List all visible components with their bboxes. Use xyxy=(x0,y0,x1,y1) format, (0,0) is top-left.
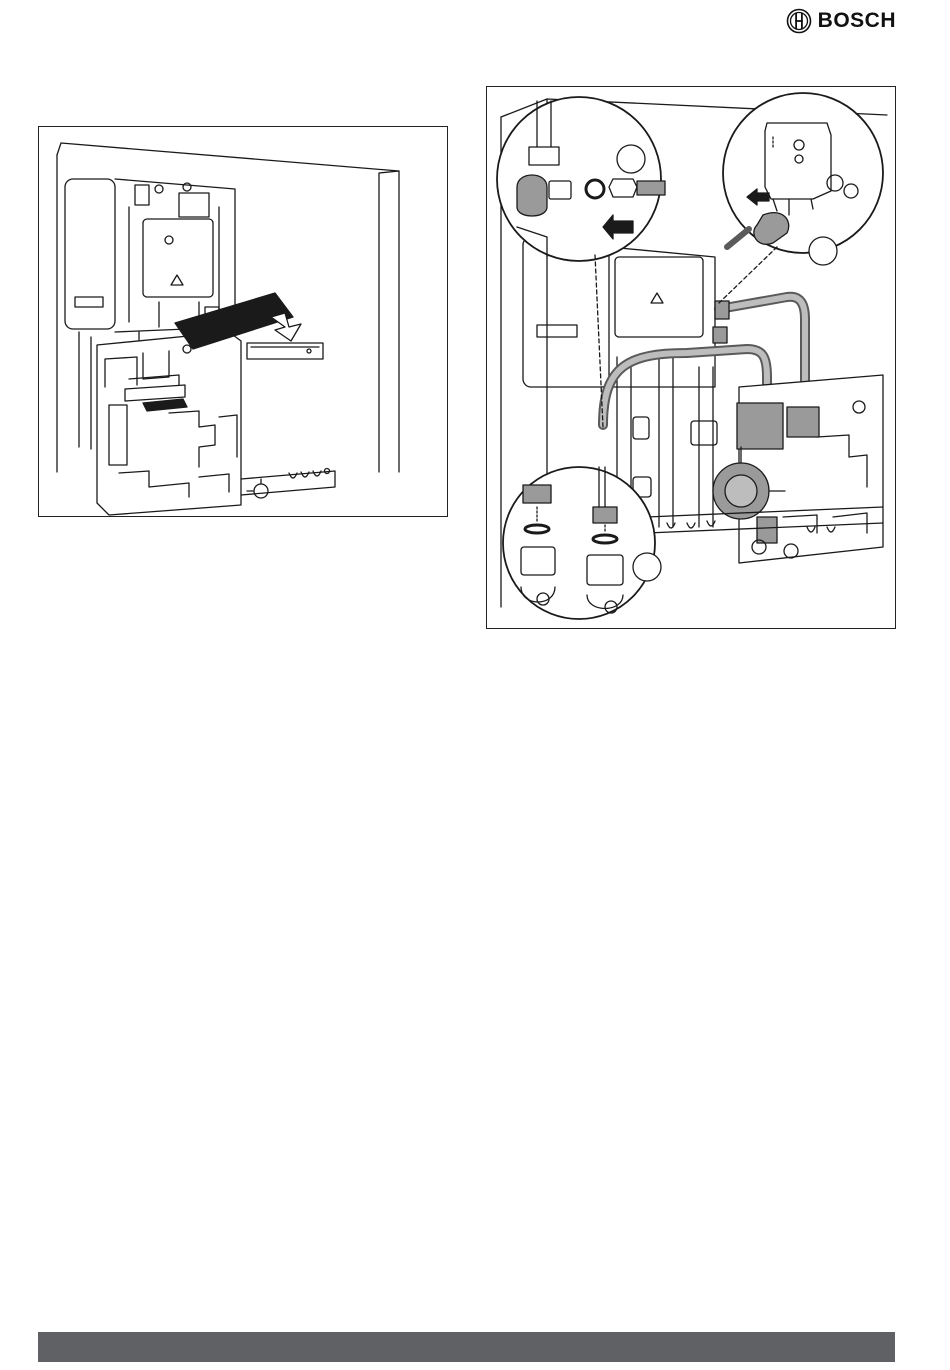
figure-pipe-pump-connection xyxy=(486,86,896,629)
bosch-logo: BOSCH xyxy=(786,6,896,36)
figure-mounting-bracket xyxy=(38,126,448,517)
footer-bar xyxy=(38,1332,895,1362)
install-mounting-bracket-illustration xyxy=(39,127,447,516)
connect-pump-pipes-illustration xyxy=(487,87,895,628)
brand-name: BOSCH xyxy=(818,9,896,33)
bosch-armature-icon xyxy=(786,8,812,34)
